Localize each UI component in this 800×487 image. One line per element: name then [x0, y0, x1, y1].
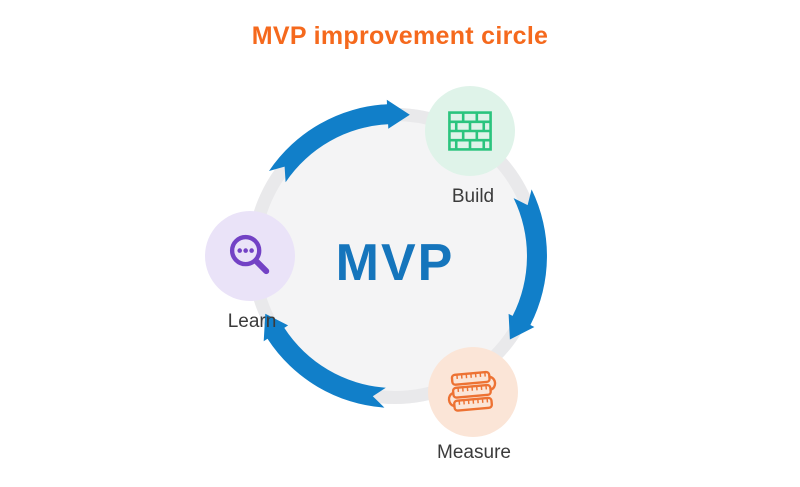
arrow-learn-to-build [269, 99, 410, 183]
node-label-build: Build [451, 186, 495, 207]
magnifier-dots-icon [229, 234, 270, 275]
brick-wall-icon [448, 111, 492, 151]
center-label: MVP [335, 234, 455, 292]
page-title: MVP improvement circle [251, 22, 549, 50]
measuring-tape-icon [447, 370, 497, 412]
node-measure [428, 347, 518, 437]
cycle-disc [247, 108, 543, 404]
node-label-learn: Learn [227, 311, 277, 332]
arrow-measure-to-learn [263, 313, 386, 408]
node-build [425, 86, 515, 176]
arrow-build-to-measure [508, 189, 547, 340]
node-learn [205, 211, 295, 301]
node-label-measure: Measure [437, 442, 511, 463]
